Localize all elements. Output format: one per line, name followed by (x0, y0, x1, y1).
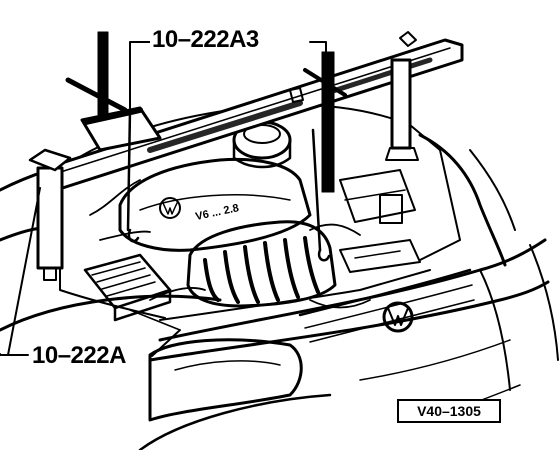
spindle-hooks (65, 31, 347, 262)
callout-label-10-222a: 10–222A (30, 342, 128, 369)
intake-manifold (186, 220, 337, 308)
hoses (89, 179, 371, 309)
battery-box (83, 253, 172, 322)
engine-cover-lettering: V6 ... 2.8 (194, 202, 240, 223)
support-crossbar (28, 31, 464, 281)
leader-lines (0, 41, 327, 357)
figure-reference-code: V40–1305 (397, 399, 501, 423)
right-components (339, 169, 421, 273)
car-body (0, 133, 559, 452)
callout-label-10-222a3: 10–222A3 (150, 26, 261, 53)
